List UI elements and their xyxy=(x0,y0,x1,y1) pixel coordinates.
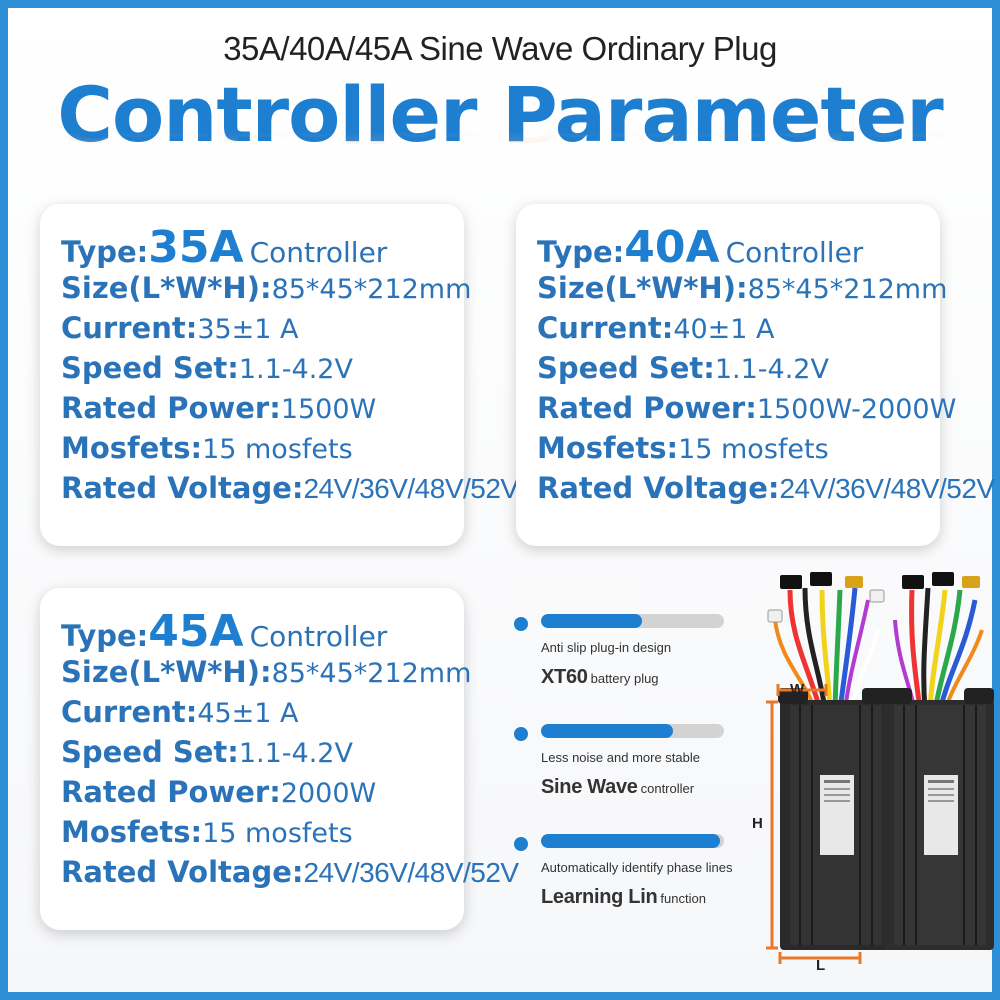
feature-bar-fill xyxy=(541,834,721,848)
voltage-row: Rated Voltage:24V/36V/48V/52V xyxy=(61,855,519,889)
type-value: 35A xyxy=(148,222,244,273)
bullet-dot-icon xyxy=(514,617,528,631)
bullet-dot-icon xyxy=(514,837,528,851)
dimension-markers xyxy=(766,684,862,964)
title-reflection: Controller Parameter xyxy=(0,132,1000,150)
power-row: Rated Power:1500W xyxy=(61,391,377,425)
power-row: Rated Power:2000W xyxy=(61,775,377,809)
size-row: Size(L*W*H):85*45*212mm xyxy=(61,655,472,689)
feature-bar-fill xyxy=(541,724,673,738)
controller-box-left xyxy=(778,688,892,950)
type-value: 40A xyxy=(624,222,720,273)
controller-box-right xyxy=(882,688,994,950)
speed-row: Speed Set:1.1-4.2V xyxy=(61,735,353,769)
bullet-dot-icon xyxy=(514,727,528,741)
mosfets-row: Mosfets:15 mosfets xyxy=(61,431,353,465)
controller-product-image: W H L xyxy=(752,572,994,972)
power-row: Rated Power:1500W-2000W xyxy=(537,391,957,425)
feature-learning: Automatically identify phase lines Learn… xyxy=(514,832,734,912)
speed-row: Speed Set:1.1-4.2V xyxy=(61,351,353,385)
size-row: Size(L*W*H):85*45*212mm xyxy=(61,271,472,305)
dimension-h-label: H xyxy=(752,815,763,832)
feature-bar xyxy=(541,614,724,628)
dimension-l-label: L xyxy=(816,957,825,972)
speed-row: Speed Set:1.1-4.2V xyxy=(537,351,829,385)
current-row: Current:45±1 A xyxy=(61,695,299,729)
feature-bar-fill xyxy=(541,614,642,628)
size-row: Size(L*W*H):85*45*212mm xyxy=(537,271,948,305)
dimension-w-label: W xyxy=(790,681,805,698)
current-row: Current:35±1 A xyxy=(61,311,299,345)
mosfets-row: Mosfets:15 mosfets xyxy=(537,431,829,465)
voltage-row: Rated Voltage:24V/36V/48V/52V xyxy=(61,471,519,505)
mosfets-row: Mosfets:15 mosfets xyxy=(61,815,353,849)
voltage-row: Rated Voltage:24V/36V/48V/52V xyxy=(537,471,995,505)
type-value: 45A xyxy=(148,606,244,657)
feature-bar xyxy=(541,724,724,738)
page-title: Controller Parameter xyxy=(57,70,944,159)
feature-bar xyxy=(541,834,724,848)
current-row: Current:40±1 A xyxy=(537,311,775,345)
subtitle: 35A/40A/45A Sine Wave Ordinary Plug xyxy=(223,30,777,67)
